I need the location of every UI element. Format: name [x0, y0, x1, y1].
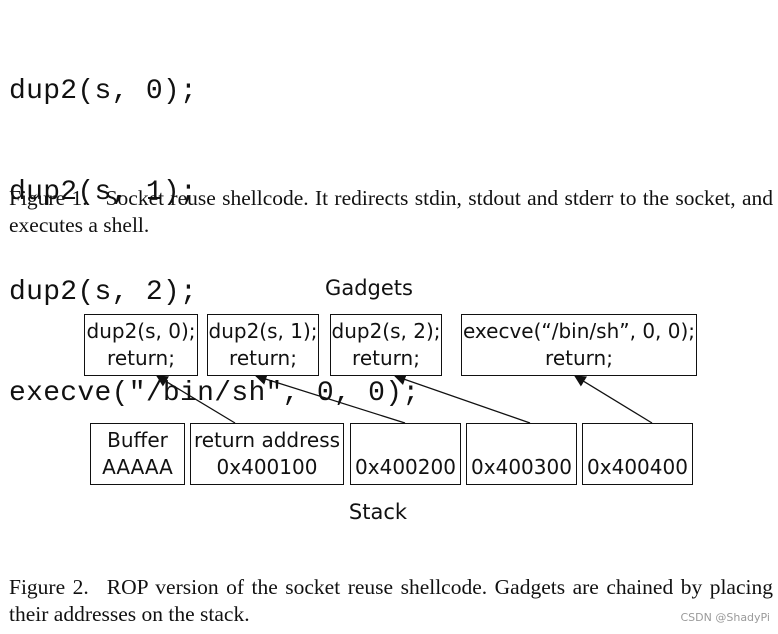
shellcode-listing: dup2(s, 0); dup2(s, 1); dup2(s, 2); exec…	[9, 8, 419, 444]
arrow-to-gadget-1	[155, 375, 236, 424]
arrow-to-gadget-3	[393, 373, 531, 424]
stack-slot-value: 0x400100	[216, 455, 318, 479]
gadget-return: return;	[107, 346, 175, 370]
gadget-call: dup2(s, 0);	[86, 319, 196, 343]
gadget-execve: execve(“/bin/sh”, 0, 0); return;	[461, 314, 697, 376]
gadget-dup2-0: dup2(s, 0); return;	[84, 314, 198, 376]
stack-slot-0x400200: 0x400200	[350, 423, 461, 485]
gadget-call: dup2(s, 1);	[208, 319, 318, 343]
stack-slot-label	[467, 427, 576, 454]
stack-slot-0x400400: 0x400400	[582, 423, 693, 485]
stack-slot-label: Buffer	[107, 428, 168, 452]
gadget-dup2-2: dup2(s, 2); return;	[330, 314, 442, 376]
code-line: dup2(s, 1);	[9, 176, 198, 208]
stack-slot-label	[583, 427, 692, 454]
gadget-call: execve(“/bin/sh”, 0, 0);	[462, 319, 696, 343]
code-line: dup2(s, 0);	[9, 76, 198, 107]
figure-2-label: Figure 2.	[9, 575, 89, 599]
figure-1-label: Figure 1.	[9, 186, 88, 210]
gadget-return: return;	[229, 346, 297, 370]
figure-2-text: ROP version of the socket reuse shellcod…	[9, 575, 773, 626]
gadget-call: dup2(s, 2);	[331, 319, 441, 343]
stack-buffer: Buffer AAAAA	[90, 423, 185, 485]
figure-1-text: Socket reuse shellcode. It redirects std…	[9, 186, 773, 237]
figure-2-caption: Figure 2.ROP version of the socket reuse…	[9, 574, 773, 628]
figure-1-caption: Figure 1.Socket reuse shellcode. It redi…	[9, 185, 773, 239]
stack-slot-0x400300: 0x400300	[466, 423, 577, 485]
code-line: execve("/bin/sh", 0, 0);	[9, 377, 420, 409]
code-line: dup2(s, 2);	[9, 277, 198, 308]
stack-slot-value: 0x400400	[587, 455, 688, 479]
stack-slot-value: 0x400200	[355, 455, 456, 479]
gadget-return: return;	[545, 346, 613, 370]
gadget-return: return;	[352, 346, 420, 370]
watermark: CSDN @ShadyPi	[680, 611, 771, 624]
arrow-to-gadget-4	[574, 375, 653, 424]
stack-slot-value: AAAAA	[102, 455, 173, 479]
stack-slot-value: 0x400300	[471, 455, 572, 479]
gadgets-title: Gadgets	[325, 276, 413, 300]
stack-slot-label: return address	[193, 428, 341, 452]
arrow-to-gadget-2	[254, 373, 406, 424]
gadget-dup2-1: dup2(s, 1); return;	[207, 314, 319, 376]
stack-return-address: return address 0x400100	[190, 423, 344, 485]
stack-title: Stack	[348, 500, 408, 524]
stack-slot-label	[351, 427, 460, 454]
